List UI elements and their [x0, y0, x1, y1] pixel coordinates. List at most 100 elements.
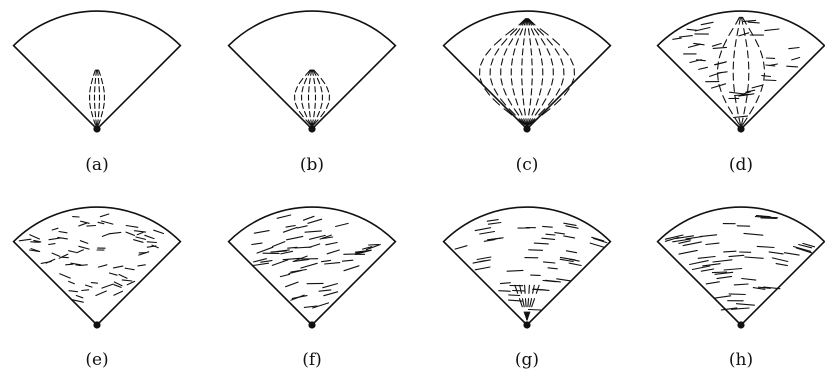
flow-dash — [541, 108, 551, 116]
flow-dash — [529, 98, 532, 106]
flow-dash — [747, 83, 749, 92]
flow-dash — [354, 249, 372, 253]
sector-panel-c — [442, 10, 612, 133]
flow-dash — [528, 108, 531, 116]
flow-dash — [522, 38, 525, 46]
flow-dash — [58, 230, 68, 234]
flow-dash — [747, 21, 760, 24]
flow-dash — [539, 28, 549, 36]
flow-dash — [544, 279, 561, 283]
apex-dot — [523, 321, 531, 329]
flow-dash — [118, 273, 128, 279]
flow-dash — [260, 260, 273, 263]
flow-dash — [760, 217, 778, 220]
flow-dash — [783, 252, 800, 256]
sector-outline — [656, 10, 825, 131]
flow-dash — [763, 61, 765, 70]
flow-dash — [738, 117, 742, 126]
flow-dash — [791, 56, 801, 61]
flow-dash — [700, 268, 715, 272]
flow-dash — [733, 283, 749, 286]
flow-dash — [530, 88, 533, 96]
apex-dot — [737, 125, 745, 133]
sector-outline — [656, 206, 825, 327]
flow-dash — [764, 79, 777, 82]
flow-dash — [48, 237, 62, 241]
flow-dash — [100, 220, 114, 225]
flow-dash — [86, 224, 97, 227]
flow-dash — [551, 78, 554, 86]
flow-dash — [96, 69, 99, 76]
flow-dash — [522, 98, 525, 106]
flow-dash — [94, 77, 97, 85]
flow-dash — [735, 16, 741, 25]
flow-dash — [503, 48, 508, 56]
panel-label-g: (g) — [514, 350, 540, 370]
flow-dash — [554, 48, 560, 56]
flow-dash — [113, 290, 124, 296]
flow-dash — [734, 39, 737, 48]
flow-dash — [512, 88, 516, 96]
flow-dash — [95, 69, 98, 76]
flow-dash — [490, 78, 494, 86]
flow-dash — [752, 287, 766, 290]
flow-dash — [509, 28, 518, 36]
flow-dash — [296, 225, 308, 229]
flow-dash — [521, 88, 524, 96]
flow-dash — [490, 58, 494, 66]
flow-dash — [694, 26, 711, 32]
flow-dash — [524, 28, 527, 36]
flow-dash — [310, 69, 313, 76]
flow-dash — [570, 78, 575, 86]
flow-dash — [93, 69, 96, 76]
flow-dash — [556, 278, 571, 282]
flow-dash — [532, 284, 535, 294]
flow-dash — [745, 95, 748, 104]
flow-dash — [79, 240, 89, 244]
flow-dash — [96, 119, 99, 126]
sector-outline — [12, 10, 182, 131]
apex-dot — [93, 321, 101, 329]
flow-dash — [319, 234, 332, 240]
flow-dash — [792, 245, 812, 252]
flow-dash — [472, 260, 486, 264]
flow-dash — [479, 230, 496, 235]
flow-dash — [560, 58, 564, 66]
flow-dash — [563, 222, 577, 226]
flow-dash — [727, 106, 733, 115]
flow-dash — [68, 280, 75, 285]
flow-dash — [531, 108, 536, 116]
flow-dash — [531, 298, 536, 308]
flow-dash — [343, 265, 360, 272]
flow-dash — [718, 50, 723, 59]
flow-dash — [95, 119, 98, 126]
flow-dash — [700, 21, 714, 26]
flow-dash — [527, 298, 530, 308]
flow-dash — [523, 118, 528, 126]
flow-dash — [714, 271, 734, 275]
flow-dash — [301, 86, 304, 93]
flow-dash — [97, 77, 100, 85]
flow-dash — [45, 258, 56, 264]
flow-dash — [720, 307, 738, 311]
flow-dash — [112, 265, 124, 269]
flow-dash — [486, 219, 499, 222]
flow-dash — [113, 281, 123, 287]
flow-dash — [768, 251, 784, 255]
flow-dash — [751, 84, 763, 89]
flow-dash — [484, 88, 491, 96]
flow-dash — [540, 38, 546, 46]
flow-dash — [109, 231, 122, 235]
flow-dash — [316, 111, 321, 118]
flow-dash — [697, 255, 716, 259]
flow-lines — [251, 214, 381, 309]
flow-dash — [282, 226, 298, 233]
flow-dash — [742, 19, 757, 22]
flow-dash — [687, 43, 702, 48]
flow-dash — [304, 230, 322, 233]
apex-dot — [737, 321, 745, 329]
flow-lines — [18, 213, 165, 303]
flow-dash — [503, 108, 513, 116]
panel-label-e: (e) — [85, 350, 109, 370]
flow-dash — [763, 286, 781, 290]
